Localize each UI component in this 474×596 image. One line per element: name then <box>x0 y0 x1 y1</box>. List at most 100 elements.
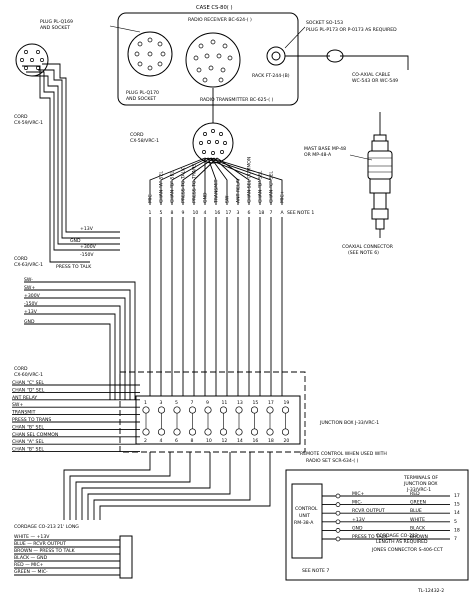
case-title: CASE CS-80( ) <box>196 5 232 11</box>
terminal-9 <box>204 406 212 414</box>
terminals-label1: TERMINALS OF <box>403 475 438 481</box>
cu-length-1: CORDAGE CO-213 <box>376 533 418 539</box>
coax-connector-label2: (SEE NOTE 6) <box>348 250 379 256</box>
terminal-label-8: 8 <box>191 438 194 444</box>
cu-signal-5: PRESS TO TALK <box>352 534 388 540</box>
cu-color-4: BLACK <box>410 525 426 531</box>
cu-term-4: 18 <box>454 527 460 533</box>
cu-terminal-2 <box>335 510 341 516</box>
cord-cx63-label1: CORD <box>14 256 28 262</box>
receiver-connector <box>127 31 173 77</box>
cordage-plug <box>119 535 133 579</box>
plug-pl169 <box>15 43 49 77</box>
terminal-11 <box>219 406 228 414</box>
cord3-wire-2: ANT RELAY <box>12 395 37 401</box>
terminal-15 <box>250 406 259 414</box>
cord-cx58-connector <box>192 122 234 164</box>
remote-note-1: REMOTE CONTROL WHEN USED WITH <box>300 451 387 457</box>
rack-socket <box>266 46 286 66</box>
terminal-18 <box>266 428 274 436</box>
cord3-wire-5: PRESS TO TRANS <box>12 417 51 423</box>
terminal-label-10: 10 <box>206 438 212 444</box>
fan-label-6: TRANSMIT <box>214 179 220 204</box>
cord1-wire-1: GND <box>70 238 81 244</box>
mast-leader <box>349 154 373 161</box>
fan-label-5: GND <box>203 192 209 203</box>
terminal-label-19: 19 <box>284 400 290 406</box>
fan-label-1: CHAN "A" SEL <box>159 171 165 203</box>
pin-number-12: A <box>281 210 285 216</box>
cu-signal-4: GND <box>352 525 363 531</box>
figure-id: TL-12432-2 <box>417 588 444 594</box>
cord3-wire-9: CHAN "B" SEL <box>12 447 44 453</box>
cord-cx63-wires <box>24 281 136 400</box>
terminal-label-17: 17 <box>268 400 274 406</box>
cordage-wire-5: GREEN — MIC- <box>14 569 48 575</box>
cord3-wire-0: CHAN "C" SEL <box>12 380 44 386</box>
rack-label: RACK FT-244-(B) <box>252 73 290 79</box>
cord1-wire-3: -150V <box>80 252 94 258</box>
terminal-label-4: 4 <box>160 438 163 444</box>
plug-pl169-label2: AND SOCKET <box>40 25 70 31</box>
junction-box-label: JUNCTION BOX J-33/VRC-1 <box>319 420 379 426</box>
cord-cx58-label2: CX-58/VRC-1 <box>130 138 159 144</box>
mast-label1: MAST BASE MP-48 <box>304 146 346 152</box>
cu-terminal-3 <box>335 519 341 525</box>
control-unit-box <box>291 483 323 559</box>
cu-term-1: 15 <box>454 502 460 508</box>
terminal-10 <box>204 428 212 436</box>
terminal-label-2: 2 <box>144 438 147 444</box>
cu-term-2: 14 <box>454 510 460 516</box>
pin-number-5: 4 <box>204 210 207 216</box>
cord3-wire-7: CHAN SEL COMMON <box>12 432 58 438</box>
plug-pl173-label: PLUG PL-P173 OR P-0173 AS REQUIRED <box>306 27 397 33</box>
receiver-connector-pins <box>134 37 166 71</box>
cord-cx60-label2: CX-60/VRC-1 <box>14 372 43 378</box>
coax-coupler <box>326 49 344 63</box>
terminal-16 <box>250 428 259 436</box>
cordage-title: CORDAGE CO-213 21' LONG <box>14 524 79 530</box>
terminal-17 <box>266 406 274 414</box>
cord-cx59-label2: CX-59/VRC-1 <box>14 120 43 126</box>
cu-signal-3: +13V <box>352 517 366 523</box>
terminal-label-16: 16 <box>253 438 259 444</box>
mast-label2: OR MP-48-A <box>304 152 332 158</box>
cord1-wire-4: PRESS TO TALK <box>56 264 92 270</box>
terminal-1 <box>142 406 150 414</box>
terminal-label-6: 6 <box>175 438 178 444</box>
cord3-wire-4: TRANSMIT <box>11 410 36 416</box>
fan-label-9: CHAN SEL COMMON <box>247 157 253 203</box>
cord2-wire-2: +300V <box>24 293 41 299</box>
cord2-wire-4: +13V <box>24 309 38 315</box>
cu-term-3: 5 <box>454 519 457 525</box>
so153-leader <box>284 26 306 49</box>
fan-label-4: PRESS TO TRANS <box>192 164 198 203</box>
cu-terminal-4 <box>335 528 341 533</box>
terminal-12 <box>219 428 228 436</box>
terminal-label-12: 12 <box>222 438 228 444</box>
terminal-6 <box>173 428 181 436</box>
fan-label-3: PRESS TO TALK <box>181 167 187 203</box>
transmitter-connector <box>185 32 241 88</box>
cord1-wire-0: +13V <box>80 226 94 232</box>
cu-signal-0: MIC+ <box>352 491 365 497</box>
terminals-label3: J-33/VRC-1 <box>406 487 431 493</box>
cordage-wire-3: BLACK — GND <box>14 555 48 561</box>
cord3-wire-3: SW+ <box>12 402 23 408</box>
pin-number-9: 6 <box>248 210 251 216</box>
terminal-label-14: 14 <box>237 438 243 444</box>
terminal-label-20: 20 <box>284 438 290 444</box>
pin-number-0: 1 <box>149 210 152 216</box>
cord2-wire-5: GND <box>24 319 35 325</box>
socket-so153-label: SOCKET SO-153 <box>306 20 343 26</box>
control-unit-label2: UNIT <box>299 513 310 519</box>
terminal-label-1: 1 <box>144 400 147 406</box>
terminal-label-5: 5 <box>175 400 178 406</box>
terminal-label-15: 15 <box>253 400 259 406</box>
pin-number-3: 9 <box>182 210 185 216</box>
terminal-label-11: 11 <box>222 400 228 406</box>
terminal-2 <box>142 428 150 436</box>
